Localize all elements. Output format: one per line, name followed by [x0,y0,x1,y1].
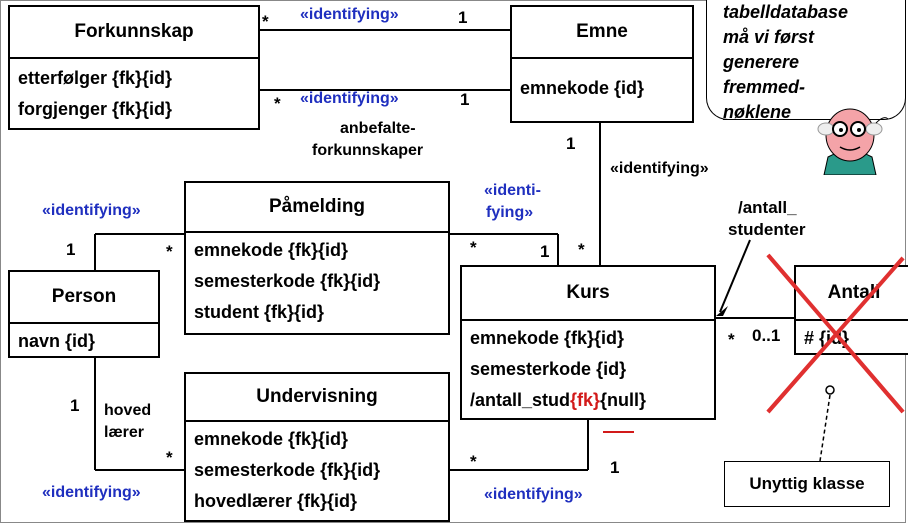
derived-attr-label: studenter [728,220,806,239]
multiplicity: * [728,330,735,349]
derived-attr-label: /antall_ [738,198,797,217]
speech-bubble: tabelldatabase må vi først generere frem… [706,0,906,122]
attribute: emnekode {fk}{id} [194,240,349,260]
stereotype-label: «identi- [484,182,541,199]
multiplicity: * [274,94,281,113]
class-name: Person [10,272,158,324]
multiplicity: 1 [460,90,470,109]
association-name: forkunnskaper [312,142,424,159]
class-name: Forkunnskap [10,7,258,59]
fk-marker: {fk} [570,390,601,410]
attribute: emnekode {fk}{id} [194,429,349,449]
attribute: navn {id} [18,331,96,351]
attribute-text: {null} [600,390,647,410]
class-name: Undervisning [186,374,448,422]
multiplicity: * [262,12,269,31]
stereotype-label: «identifying» [484,486,583,503]
bubble-line: generere [723,52,800,72]
attribute: forgjenger {fk}{id} [18,99,173,119]
class-name: Kurs [462,267,714,321]
stereotype-label: fying» [486,204,534,221]
professor-icon [817,108,889,175]
attribute: # {id} [804,328,850,348]
multiplicity: 1 [458,8,468,27]
attribute: emnekode {fk}{id} [470,328,625,348]
note-box: Unyttig klasse [724,461,890,507]
multiplicity: * [470,238,477,257]
multiplicity: * [166,448,173,467]
stereotype-label: «identifying» [42,202,141,219]
attribute: emnekode {id} [520,78,645,98]
multiplicity: 1 [566,134,576,153]
attribute: semesterkode {fk}{id} [194,460,381,480]
multiplicity: 1 [610,458,620,477]
multiplicity: 1 [540,242,550,261]
attribute: student {fk}{id} [194,302,325,322]
class-name: Påmelding [186,183,448,233]
association-name: anbefalte- [340,120,416,137]
stereotype-label: «identifying» [42,484,141,501]
class-antall[interactable]: Antall # {id} [794,265,908,355]
multiplicity: 1 [66,240,76,259]
multiplicity: * [578,240,585,259]
attribute: hovedlærer {fk}{id} [194,491,358,511]
bubble-line: nøklene [723,102,792,122]
role-label: hoved [104,402,152,419]
multiplicity: 1 [70,396,80,415]
attribute: semesterkode {fk}{id} [194,271,381,291]
class-forkunnskap[interactable]: Forkunnskap etterfølger {fk}{id} forgjen… [8,5,260,130]
class-pamelding[interactable]: Påmelding emnekode {fk}{id} semesterkode… [184,181,450,335]
attribute: etterfølger {fk}{id} [18,68,173,88]
stereotype-label: «identifying» [300,90,399,107]
role-label: lærer [104,424,145,441]
multiplicity: * [166,242,173,261]
class-kurs[interactable]: Kurs emnekode {fk}{id} semesterkode {id}… [460,265,716,420]
multiplicity: 0..1 [752,326,781,345]
class-undervisning[interactable]: Undervisning emnekode {fk}{id} semesterk… [184,372,450,522]
multiplicity: * [470,452,477,471]
class-person[interactable]: Person navn {id} [8,270,160,358]
stereotype-label: «identifying» [610,160,709,177]
bubble-line: må vi først [723,27,815,47]
bubble-line: tabelldatabase [723,2,849,22]
stereotype-label: «identifying» [300,6,399,23]
attribute-text: /antall_stud [470,390,571,410]
arrow-head [716,306,728,316]
attribute: /antall_stud{fk}{null} [470,385,706,416]
bubble-line: fremmed- [723,77,806,97]
class-emne[interactable]: Emne emnekode {id} [510,5,694,123]
class-name: Emne [512,7,692,59]
class-name: Antall [796,267,908,321]
attribute: semesterkode {id} [470,359,627,379]
